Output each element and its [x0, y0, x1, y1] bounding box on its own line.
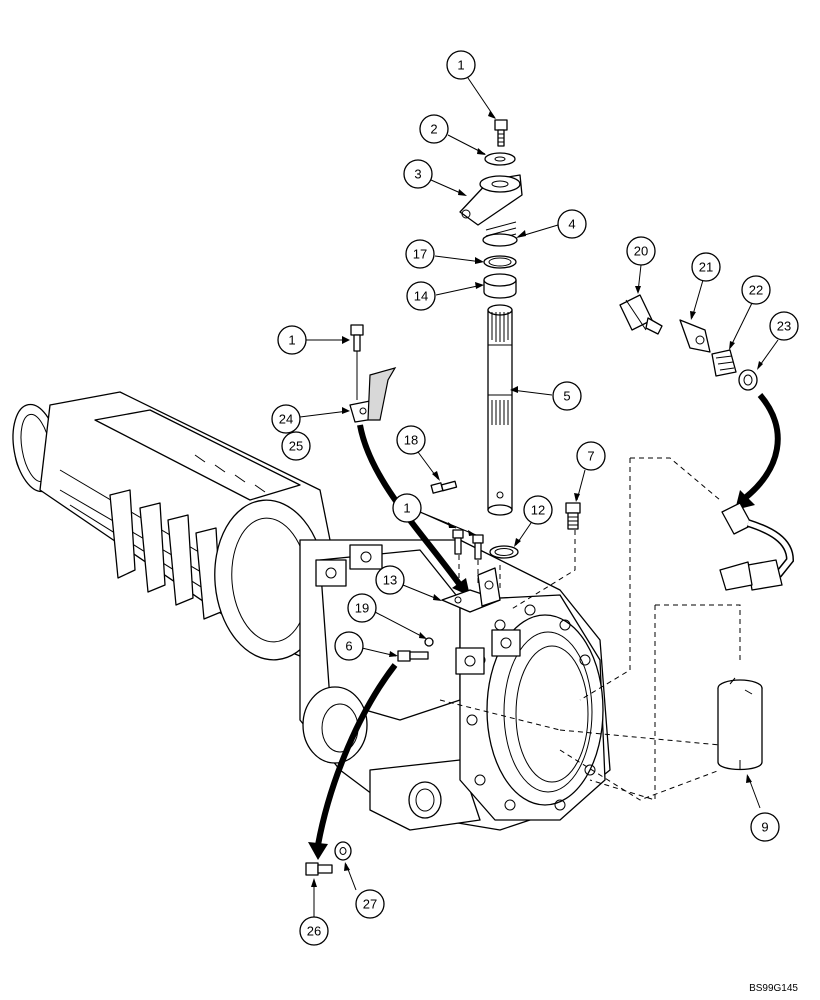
callout-1-top: 1 — [446, 50, 476, 80]
steering-shaft-stack — [459, 119, 523, 559]
washer-part-27 — [334, 841, 352, 861]
svg-text:9: 9 — [761, 820, 768, 835]
sleeve-part-9 — [717, 677, 763, 771]
callout-20: 20 — [626, 236, 656, 266]
callout-21: 21 — [691, 252, 721, 282]
axle-housing — [12, 391, 611, 831]
callout-3: 3 — [403, 159, 433, 189]
callout-23: 23 — [769, 311, 799, 341]
bearing-part-14 — [483, 273, 517, 299]
bracket-part-21 — [679, 319, 711, 353]
callout-24: 24 — [271, 404, 301, 434]
callout-26: 26 — [299, 916, 329, 946]
washer-part-2 — [484, 152, 516, 166]
callout-25: 25 — [281, 431, 311, 461]
svg-text:7: 7 — [587, 449, 594, 464]
svg-text:17: 17 — [413, 247, 427, 262]
svg-text:25: 25 — [289, 439, 303, 454]
svg-text:18: 18 — [404, 433, 418, 448]
callout-4: 4 — [557, 209, 587, 239]
svg-text:20: 20 — [634, 244, 648, 259]
svg-text:14: 14 — [414, 289, 428, 304]
shaft-part-5 — [487, 304, 513, 516]
svg-text:27: 27 — [363, 897, 377, 912]
sensor-assembly-20-23 — [619, 294, 795, 591]
drawing-code: BS99G145 — [749, 983, 798, 994]
svg-text:6: 6 — [345, 639, 352, 654]
callout-22: 22 — [741, 275, 771, 305]
callout-1-pair: 1 — [392, 493, 422, 523]
ball-part-19 — [424, 637, 434, 647]
svg-text:1: 1 — [288, 333, 295, 348]
callout-9: 9 — [750, 812, 780, 842]
callout-5: 5 — [552, 381, 582, 411]
bracket-assembly-24-25 — [349, 324, 397, 423]
callout-12: 12 — [523, 495, 553, 525]
callout-14: 14 — [406, 281, 436, 311]
leader-lines — [299, 77, 779, 917]
callout-27: 27 — [355, 889, 385, 919]
bolt-part-1-top — [494, 119, 508, 147]
svg-text:3: 3 — [414, 167, 421, 182]
callout-6: 6 — [334, 631, 364, 661]
svg-text:24: 24 — [279, 412, 293, 427]
adapter-part-22 — [711, 349, 737, 377]
callout-17: 17 — [405, 239, 435, 269]
callout-2: 2 — [419, 114, 449, 144]
nut-part-23 — [738, 369, 758, 391]
svg-text:1: 1 — [457, 58, 464, 73]
svg-text:22: 22 — [749, 283, 763, 298]
bolt-part-26 — [305, 862, 333, 876]
spring-part-4 — [482, 221, 518, 247]
svg-text:2: 2 — [430, 122, 437, 137]
fitting-part-7 — [565, 502, 581, 530]
bolt-part-18 — [430, 480, 458, 494]
svg-text:23: 23 — [777, 319, 791, 334]
assembly-lines — [439, 457, 741, 801]
svg-text:4: 4 — [568, 217, 575, 232]
svg-text:5: 5 — [563, 389, 570, 404]
callout-7: 7 — [576, 441, 606, 471]
bracket-part-13 — [441, 567, 501, 613]
bolts-part-1-pair — [452, 529, 484, 560]
svg-text:19: 19 — [355, 601, 369, 616]
svg-text:21: 21 — [699, 260, 713, 275]
svg-text:26: 26 — [307, 924, 321, 939]
callout-18: 18 — [396, 425, 426, 455]
sensor-cable — [719, 502, 795, 591]
callout-13: 13 — [375, 565, 405, 595]
steering-arm-part-3 — [459, 174, 523, 226]
callout-bubbles: 1 2 3 4 17 14 5 1 24 25 18 1 12 7 13 19 … — [271, 50, 799, 946]
housing-fins — [109, 489, 222, 620]
o-ring-part-12 — [489, 545, 519, 559]
svg-text:1: 1 — [403, 501, 410, 516]
sensor-part-20 — [619, 294, 663, 335]
bolt-part-6 — [397, 650, 429, 662]
callout-19: 19 — [347, 593, 377, 623]
callout-1-bracket: 1 — [277, 325, 307, 355]
svg-text:13: 13 — [383, 573, 397, 588]
svg-text:12: 12 — [531, 503, 545, 518]
